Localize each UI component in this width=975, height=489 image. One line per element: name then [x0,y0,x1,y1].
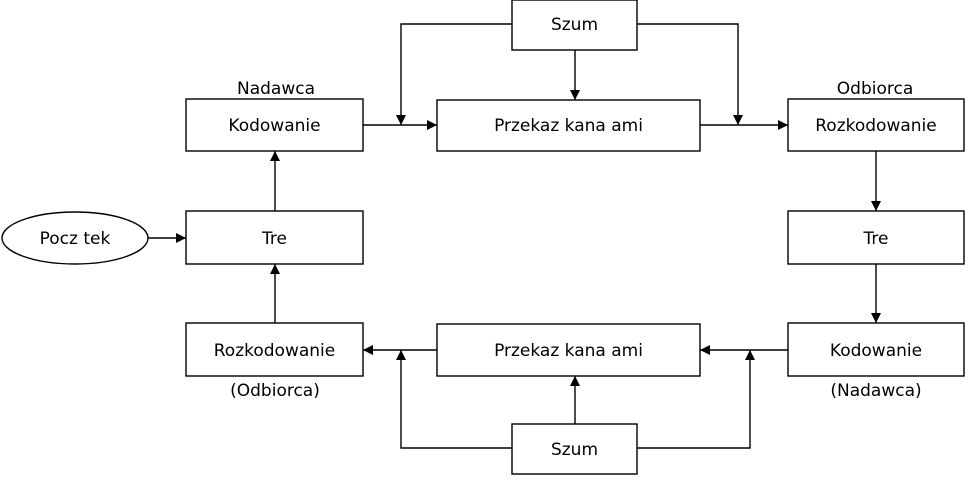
encoding-box-bottom [787,322,965,377]
noise-box-top [511,0,638,51]
channel-label-top: Przekaz kana ami [494,116,643,136]
channel-label-bottom: Przekaz kana ami [494,341,643,361]
arrow-noise-bottom-left-branch [396,350,512,449]
sender-caption-bottom: (Nadawca) [830,381,921,401]
channel-box-top [436,99,701,152]
start-node [1,211,149,265]
channel-box-bottom [436,323,701,377]
decoding-label-top: Rozkodowanie [815,116,936,136]
receiver-caption-top: Odbiorca [837,79,913,99]
noise-label-top: Szum [551,15,598,35]
message-label-left: Tre [261,229,287,249]
arrow-noise-top-right-branch [637,23,743,125]
arrow-noise-top-left-branch [396,23,512,125]
encoding-label-top: Kodowanie [228,116,320,136]
encoding-box-top [185,98,364,152]
arrow-noise-bottom-right-branch [637,350,755,449]
message-box-right [787,210,965,265]
decoding-label-bottom: Rozkodowanie [214,341,335,361]
start-label: Pocz tek [40,229,111,249]
message-box-left [185,210,364,265]
noise-label-bottom: Szum [551,440,598,460]
sender-caption-top: Nadawca [237,79,315,99]
receiver-caption-bottom: (Odbiorca) [230,381,320,401]
encoding-label-bottom: Kodowanie [830,341,922,361]
decoding-box-bottom [185,322,364,377]
decoding-box-top [787,98,965,152]
message-label-right: Tre [863,229,889,249]
noise-box-bottom [511,423,638,475]
